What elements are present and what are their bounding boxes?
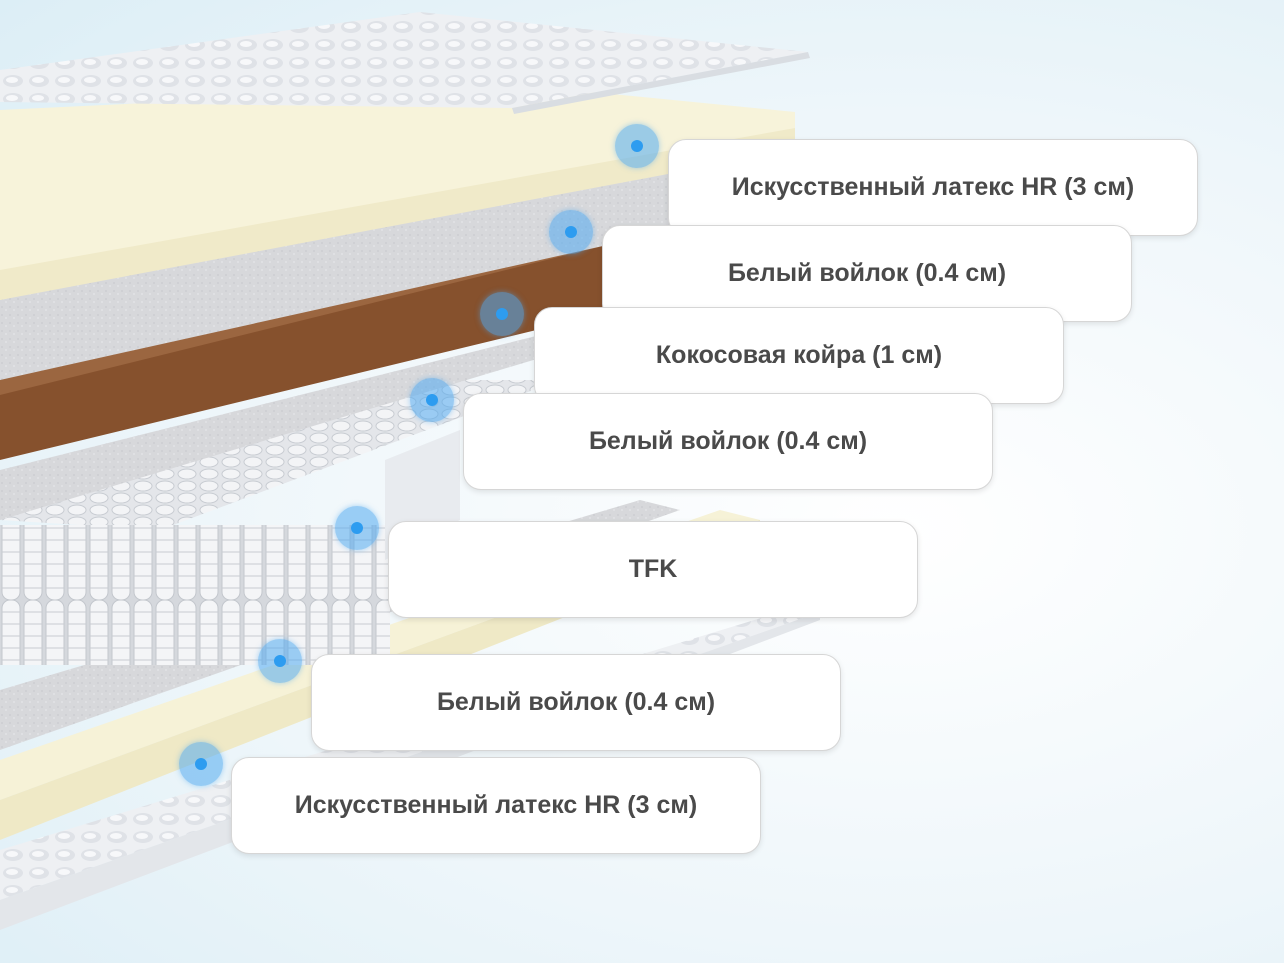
upper-felt-top: [0, 165, 720, 380]
layer-label-7: Искусственный латекс HR (3 см): [231, 757, 761, 854]
layer-marker-6[interactable]: [258, 639, 302, 683]
layer-label-1: Искусственный латекс HR (3 см): [668, 139, 1198, 236]
top-cover-layer: [0, 12, 808, 108]
layer-label-4: Белый войлок (0.4 см): [463, 393, 993, 490]
layer-marker-7[interactable]: [179, 742, 223, 786]
layer-label-2: Белый войлок (0.4 см): [602, 225, 1132, 322]
layer-label-5: TFK: [388, 521, 918, 618]
layer-marker-1[interactable]: [615, 124, 659, 168]
layer-label-3: Кокосовая койра (1 см): [534, 307, 1064, 404]
spring-block-front: [0, 525, 390, 665]
layer-marker-4[interactable]: [410, 378, 454, 422]
top-latex-side: [0, 128, 795, 300]
layer-marker-5[interactable]: [335, 506, 379, 550]
upper-felt-lower: [0, 330, 600, 520]
top-cover-edge: [512, 52, 810, 114]
layer-label-6: Белый войлок (0.4 см): [311, 654, 841, 751]
coir-layer: [0, 220, 660, 460]
layer-marker-3[interactable]: [480, 292, 524, 336]
layer-marker-2[interactable]: [549, 210, 593, 254]
